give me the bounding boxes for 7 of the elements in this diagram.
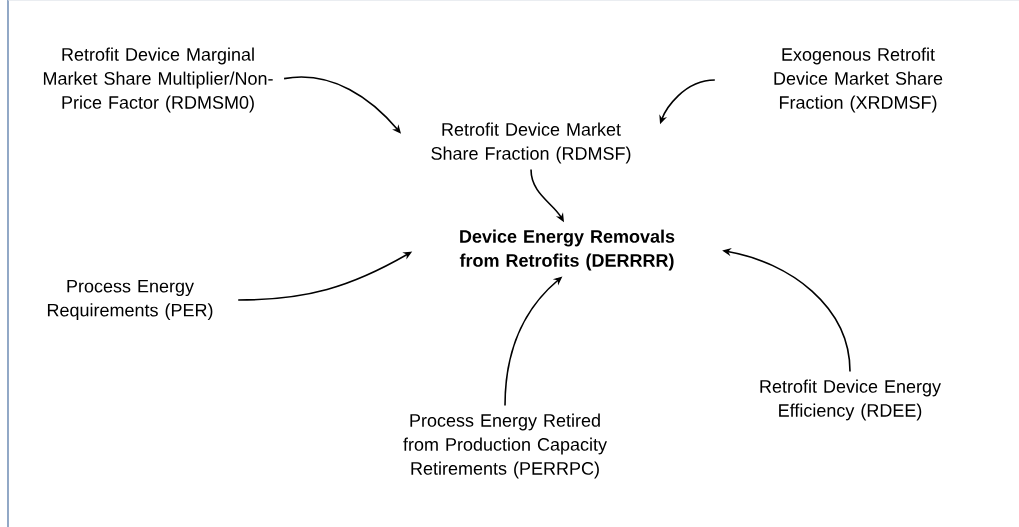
variable-label: Retrofit Device Marginal Market Share Multiplier/Non-Price Factor (RDMSM0) <box>43 47 273 113</box>
variable-label: Device Energy Removals from Retrofits (DERRRR) <box>459 229 675 271</box>
variable-label: Process Energy Requirements (PER) <box>47 279 213 321</box>
variable-label: Retrofit Device Energy Efficiency (RDEE) <box>760 379 941 421</box>
variable-label: Process Energy Retired from Production Capacity Retirements (PERRPC) <box>403 413 607 479</box>
variable-label: Exogenous Retrofit Device Market Share Fraction (XRDMSF) <box>774 47 943 113</box>
variable-label: Retrofit Device Market Share Fraction (RDMSF) <box>431 122 631 164</box>
